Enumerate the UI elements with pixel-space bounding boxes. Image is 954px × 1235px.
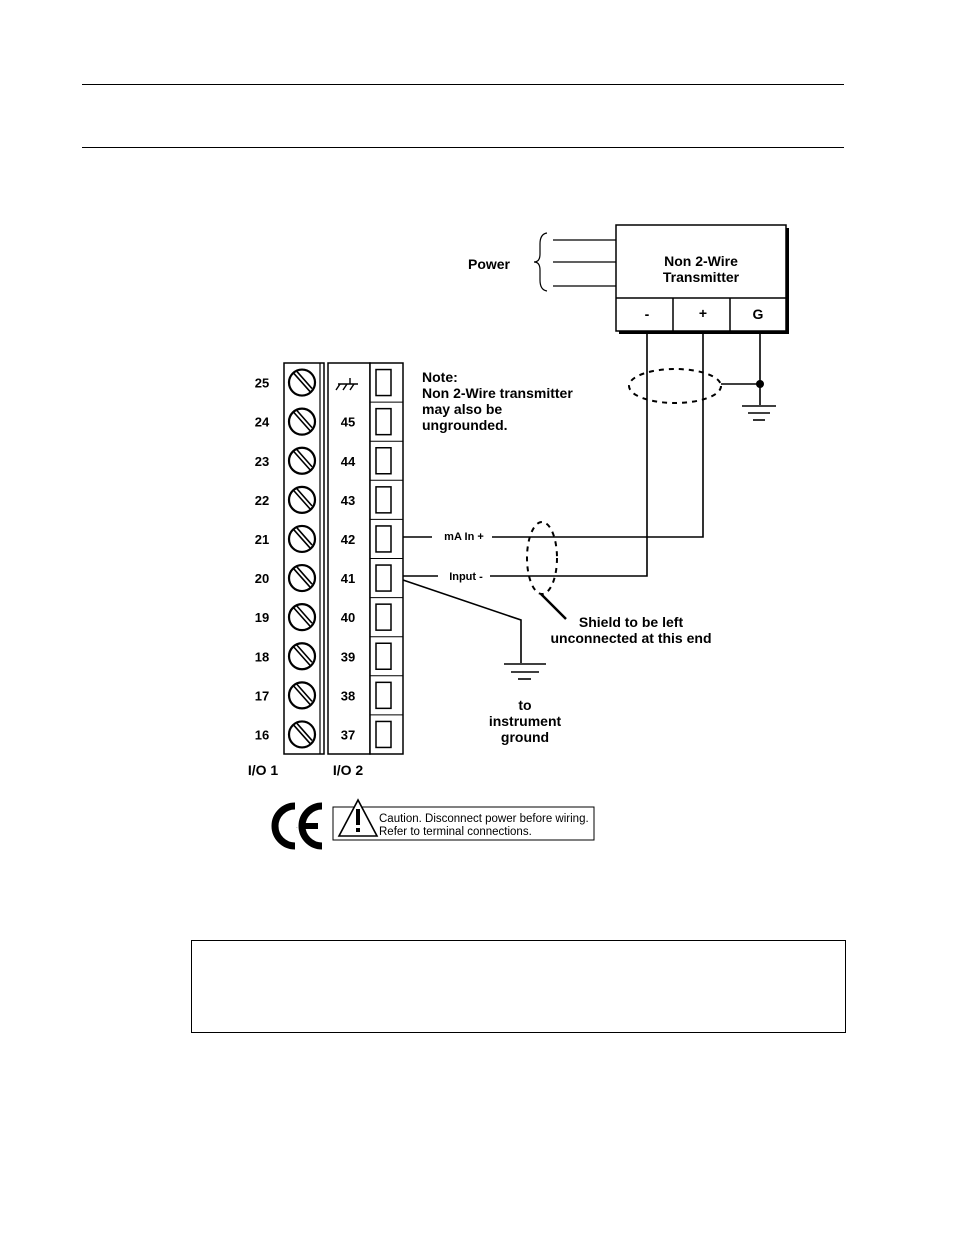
terminal-ground-label: G xyxy=(753,306,764,322)
io1-terminal-number: 18 xyxy=(255,649,269,664)
screw-slot xyxy=(293,488,313,510)
screw-slot xyxy=(293,605,313,627)
connector-socket xyxy=(375,681,392,710)
connector-socket xyxy=(375,368,392,397)
io1-terminal-number: 24 xyxy=(255,415,270,430)
io1-terminal-number: 25 xyxy=(255,376,269,391)
power-wires: Power xyxy=(468,232,616,292)
io2-terminal-number: 42 xyxy=(341,532,355,547)
shield-ellipse-top xyxy=(628,368,722,404)
screw-slot xyxy=(293,644,313,666)
connector-socket xyxy=(375,642,392,670)
terminal-plus-label: + xyxy=(699,305,707,321)
io2-terminal-number: 37 xyxy=(341,727,355,742)
screw-slot xyxy=(293,566,313,588)
io2-label: I/O 2 xyxy=(333,762,364,778)
io2-terminal-number: 44 xyxy=(341,454,356,469)
transmitter-title-line1: Non 2-Wire xyxy=(664,253,738,269)
io1-terminal-number: 22 xyxy=(255,493,269,508)
connector-socket xyxy=(375,564,392,592)
plus-wire xyxy=(403,331,704,538)
ma-in-label: mA In + xyxy=(444,531,484,543)
power-label: Power xyxy=(468,256,511,272)
io2-terminal-number: 39 xyxy=(341,649,355,664)
ground-note-line3: ground xyxy=(501,729,549,745)
io1-terminal-number: 16 xyxy=(255,727,269,742)
transmitter-body xyxy=(615,224,787,332)
input-minus-label: Input - xyxy=(449,571,483,583)
screw-slot xyxy=(293,371,313,393)
top-rule xyxy=(82,84,844,85)
empty-note-box xyxy=(191,940,846,1033)
io1-terminal-number: 21 xyxy=(255,532,269,547)
connector-socket xyxy=(375,407,392,436)
io2-terminal-number: 40 xyxy=(341,610,355,625)
io1-terminal-number: 20 xyxy=(255,571,269,586)
screw-slot xyxy=(293,410,313,432)
earth-ground-icon xyxy=(742,405,776,421)
connector-socket xyxy=(375,447,392,475)
terminal-block xyxy=(283,362,404,755)
note-line1: Note: xyxy=(422,369,458,385)
screw-slot xyxy=(293,449,313,471)
transmitter-title-line2: Transmitter xyxy=(663,269,740,285)
terminal-minus-label: - xyxy=(645,306,650,322)
screw-slot xyxy=(293,722,313,744)
screw-slot xyxy=(293,683,313,705)
io2-strip xyxy=(327,362,371,755)
note-block: Note: Non 2-Wire transmitter may also be… xyxy=(422,369,573,433)
instrument-ground-wire xyxy=(402,579,522,663)
shield-ellipse-bottom xyxy=(526,521,558,595)
connector-socket xyxy=(375,603,392,631)
connector-socket xyxy=(375,720,392,749)
ground-note-line1: to xyxy=(518,697,531,713)
io1-terminal-number: 17 xyxy=(255,688,269,703)
transmitter-box: Non 2-Wire Transmitter - + G xyxy=(615,224,789,334)
io2-terminal-number: 38 xyxy=(341,688,355,703)
power-brace xyxy=(533,232,548,292)
caution-line1: Caution. Disconnect power before wiring. xyxy=(379,813,589,825)
chassis-ground-icon xyxy=(335,378,358,391)
connector-socket xyxy=(375,525,392,553)
ground-note-line2: instrument xyxy=(489,713,562,729)
io1-terminal-number: 23 xyxy=(255,454,269,469)
note-line3: may also be xyxy=(422,401,502,417)
instrument-ground-icon xyxy=(504,663,546,680)
ce-mark-text: CE xyxy=(296,827,298,829)
io1-label: I/O 1 xyxy=(248,762,279,778)
note-line2: Non 2-Wire transmitter xyxy=(422,385,573,401)
shield-note-line1: Shield to be left xyxy=(579,614,684,630)
second-rule xyxy=(82,147,844,148)
io1-terminal-number: 19 xyxy=(255,610,269,625)
shield-pointer-line xyxy=(540,593,567,620)
warning-triangle-icon xyxy=(337,798,379,837)
connector-socket xyxy=(375,486,392,514)
ce-mark: CE xyxy=(271,802,323,850)
io2-terminal-number: 43 xyxy=(341,493,355,508)
screw-slot xyxy=(293,527,313,549)
io2-terminal-number: 41 xyxy=(341,571,355,586)
note-line4: ungrounded. xyxy=(422,417,508,433)
io2-terminal-number: 45 xyxy=(341,415,355,430)
ground-junction-dot xyxy=(756,380,764,388)
caution-line2: Refer to terminal connections. xyxy=(379,826,532,838)
caution-label: Caution. Disconnect power before wiring.… xyxy=(332,798,595,841)
shield-note-line2: unconnected at this end xyxy=(550,630,711,646)
